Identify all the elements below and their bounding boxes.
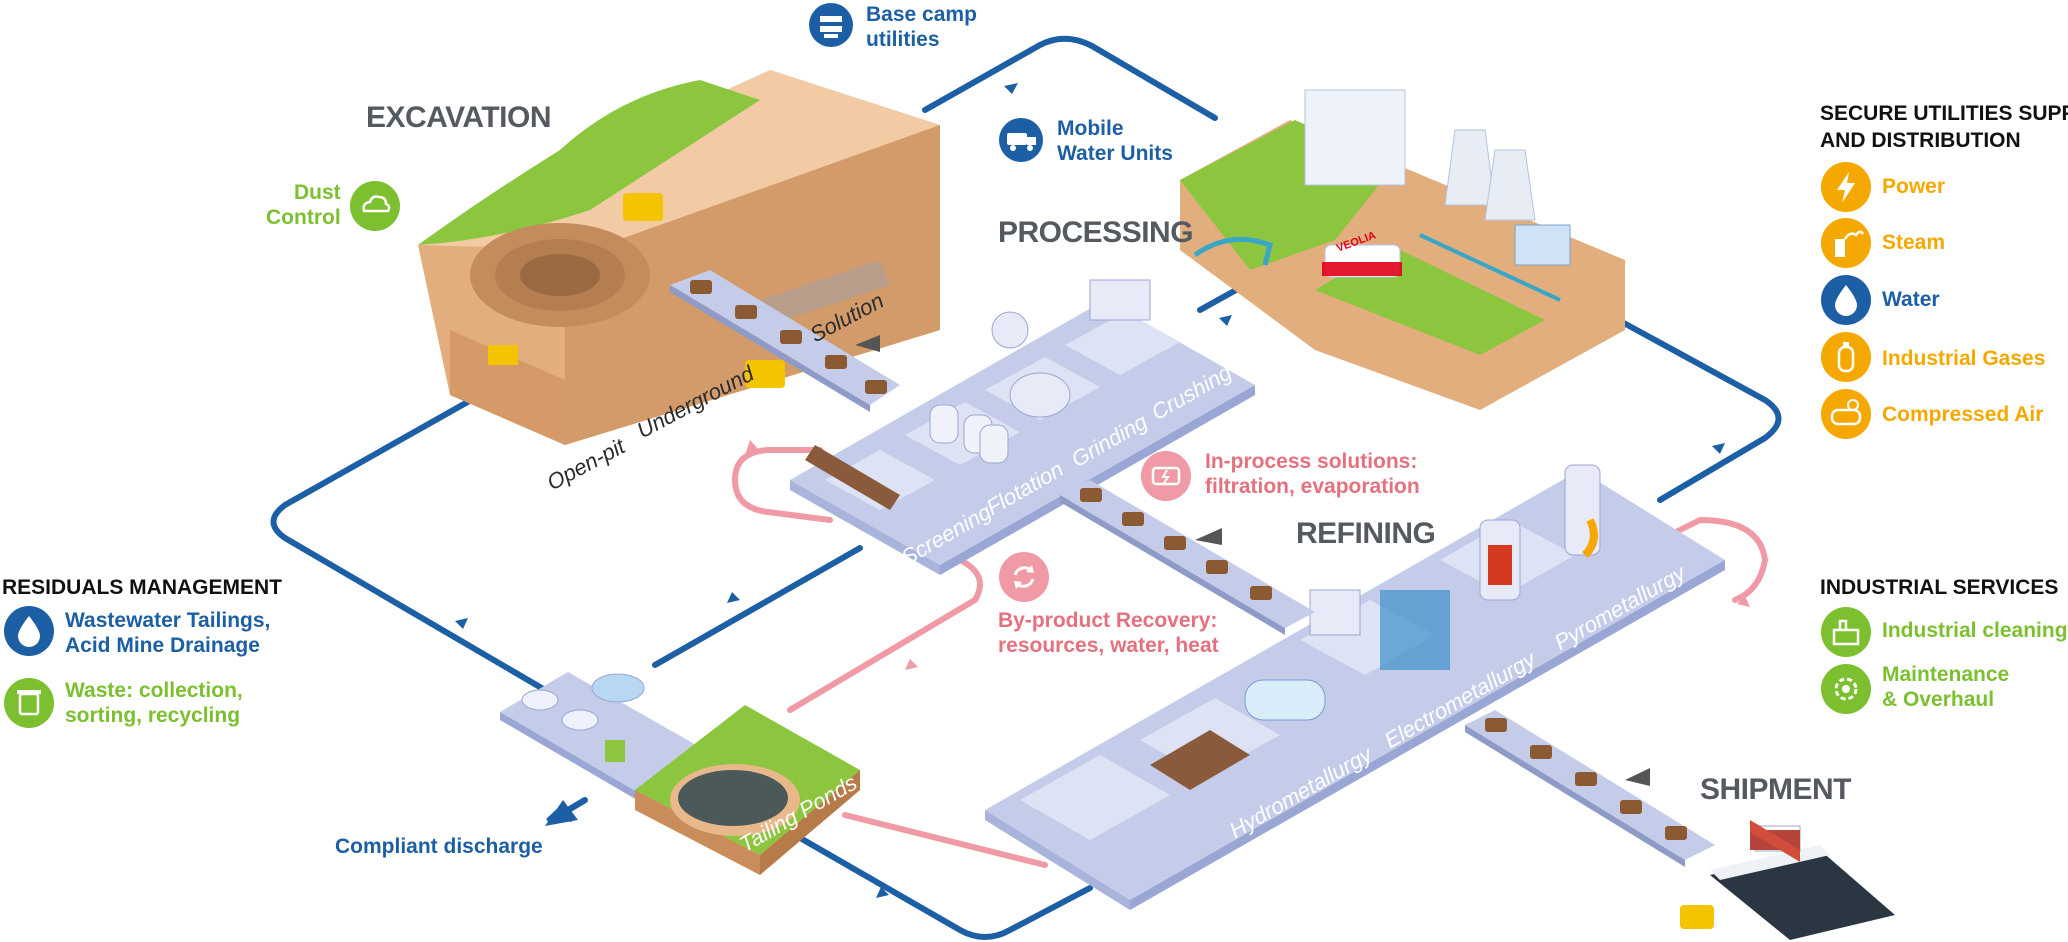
wastewater-label: Wastewater Tailings,Acid Mine Drainage [65, 609, 271, 658]
byproduct-label: By-product Recovery:resources, water, he… [998, 609, 1219, 658]
tailing-ponds-block [635, 705, 860, 875]
processing-platform [790, 279, 1255, 575]
industrial-cleaning-label: Industrial cleaning [1882, 619, 2068, 642]
steam-label: Steam [1882, 231, 1946, 254]
conveyor-processing [1060, 480, 1315, 635]
compressed-air-label: Compressed Air [1882, 403, 2044, 426]
excavation-title: EXCAVATION [366, 101, 552, 134]
filter-icon [1141, 451, 1191, 501]
shipment-vehicles [1680, 820, 1895, 940]
recycle-bin-icon [4, 678, 54, 728]
conveyor-excavation [670, 270, 900, 412]
water-drop-icon [4, 606, 54, 656]
byproduct-loops [732, 447, 1768, 868]
industrial-services-title: INDUSTRIAL SERVICES [1820, 576, 2059, 599]
refining-title: REFINING [1296, 517, 1436, 550]
shipment-title: SHIPMENT [1700, 773, 1852, 806]
secure-utilities-title: SECURE UTILITIES SUPPLYAND DISTRIBUTION [1820, 102, 2068, 153]
water-drop-icon [1821, 275, 1871, 325]
refining-platform [985, 464, 1725, 910]
water-label: Water [1882, 288, 1940, 311]
gear-wrench-icon [1821, 664, 1871, 714]
compressor-icon [1821, 389, 1871, 439]
steam-icon [1821, 218, 1871, 268]
water-truck-icon [999, 118, 1043, 162]
gas-cylinder-icon [1821, 332, 1871, 382]
waste-label: Waste: collection,sorting, recycling [65, 679, 243, 728]
compliant-discharge-label: Compliant discharge [335, 835, 543, 858]
residuals-title: RESIDUALS MANAGEMENT [2, 576, 283, 599]
utility-loop [270, 35, 1782, 940]
base-camp-icon [809, 3, 853, 47]
processing-title: PROCESSING [998, 216, 1194, 249]
recycle-icon [999, 552, 1049, 602]
industrial-gases-label: Industrial Gases [1882, 347, 2046, 370]
treatment-platform [500, 672, 705, 800]
dust-cloud-icon [350, 181, 400, 231]
conveyor-shipment [1465, 710, 1715, 867]
cleaning-icon [1821, 607, 1871, 657]
maintenance-label: Maintenance& Overhaul [1882, 663, 2010, 712]
lightning-icon [1821, 162, 1871, 212]
power-label: Power [1882, 175, 1946, 198]
utilities-block [1180, 89, 1625, 410]
excavation-block [418, 70, 940, 445]
in-process-label: In-process solutions:filtration, evapora… [1205, 450, 1420, 499]
